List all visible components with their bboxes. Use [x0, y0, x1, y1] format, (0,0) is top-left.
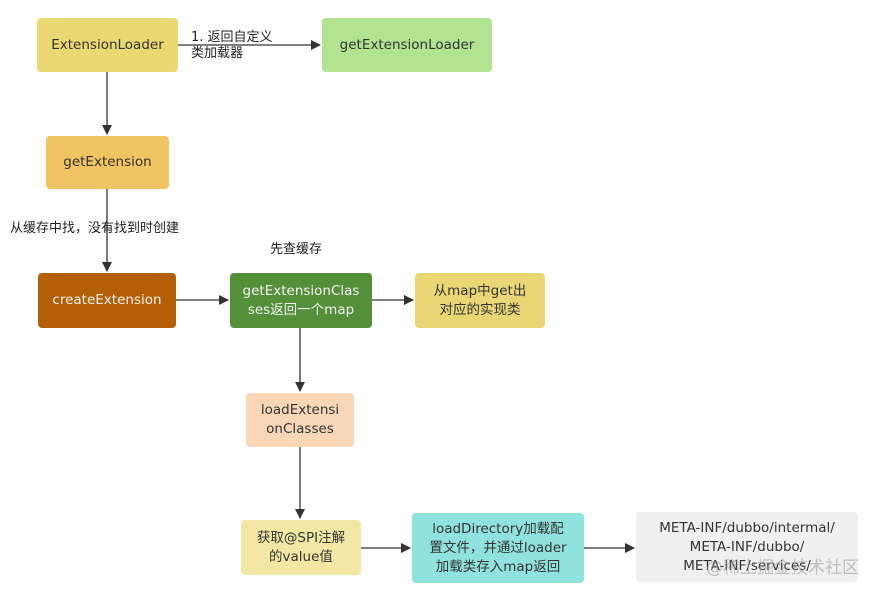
node-create-extension: createExtension: [38, 273, 176, 328]
node-get-impl-from-map: 从map中get出 对应的实现类: [415, 273, 545, 328]
node-get-extension: getExtension: [46, 136, 169, 189]
node-load-extension-classes: loadExtensi onClasses: [246, 393, 354, 447]
node-meta-inf-paths: META-INF/dubbo/intermal/ META-INF/dubbo/…: [636, 512, 858, 582]
node-get-extension-classes: getExtensionClas ses返回一个map: [230, 273, 372, 328]
edge-label-from-cache: 从缓存中找，没有找到时创建: [10, 221, 180, 236]
node-get-spi-value: 获取@SPI注解 的value值: [241, 520, 361, 575]
node-extension-loader: ExtensionLoader: [37, 18, 178, 72]
edge-label-check-cache: 先查缓存: [270, 242, 323, 257]
node-load-directory: loadDirectory加载配 置文件，并通过loader 加载类存入map返…: [412, 513, 584, 583]
node-get-extension-loader: getExtensionLoader: [322, 18, 492, 72]
edge-label-return-loader: 1. 返回自定义 类加载器: [191, 30, 273, 61]
